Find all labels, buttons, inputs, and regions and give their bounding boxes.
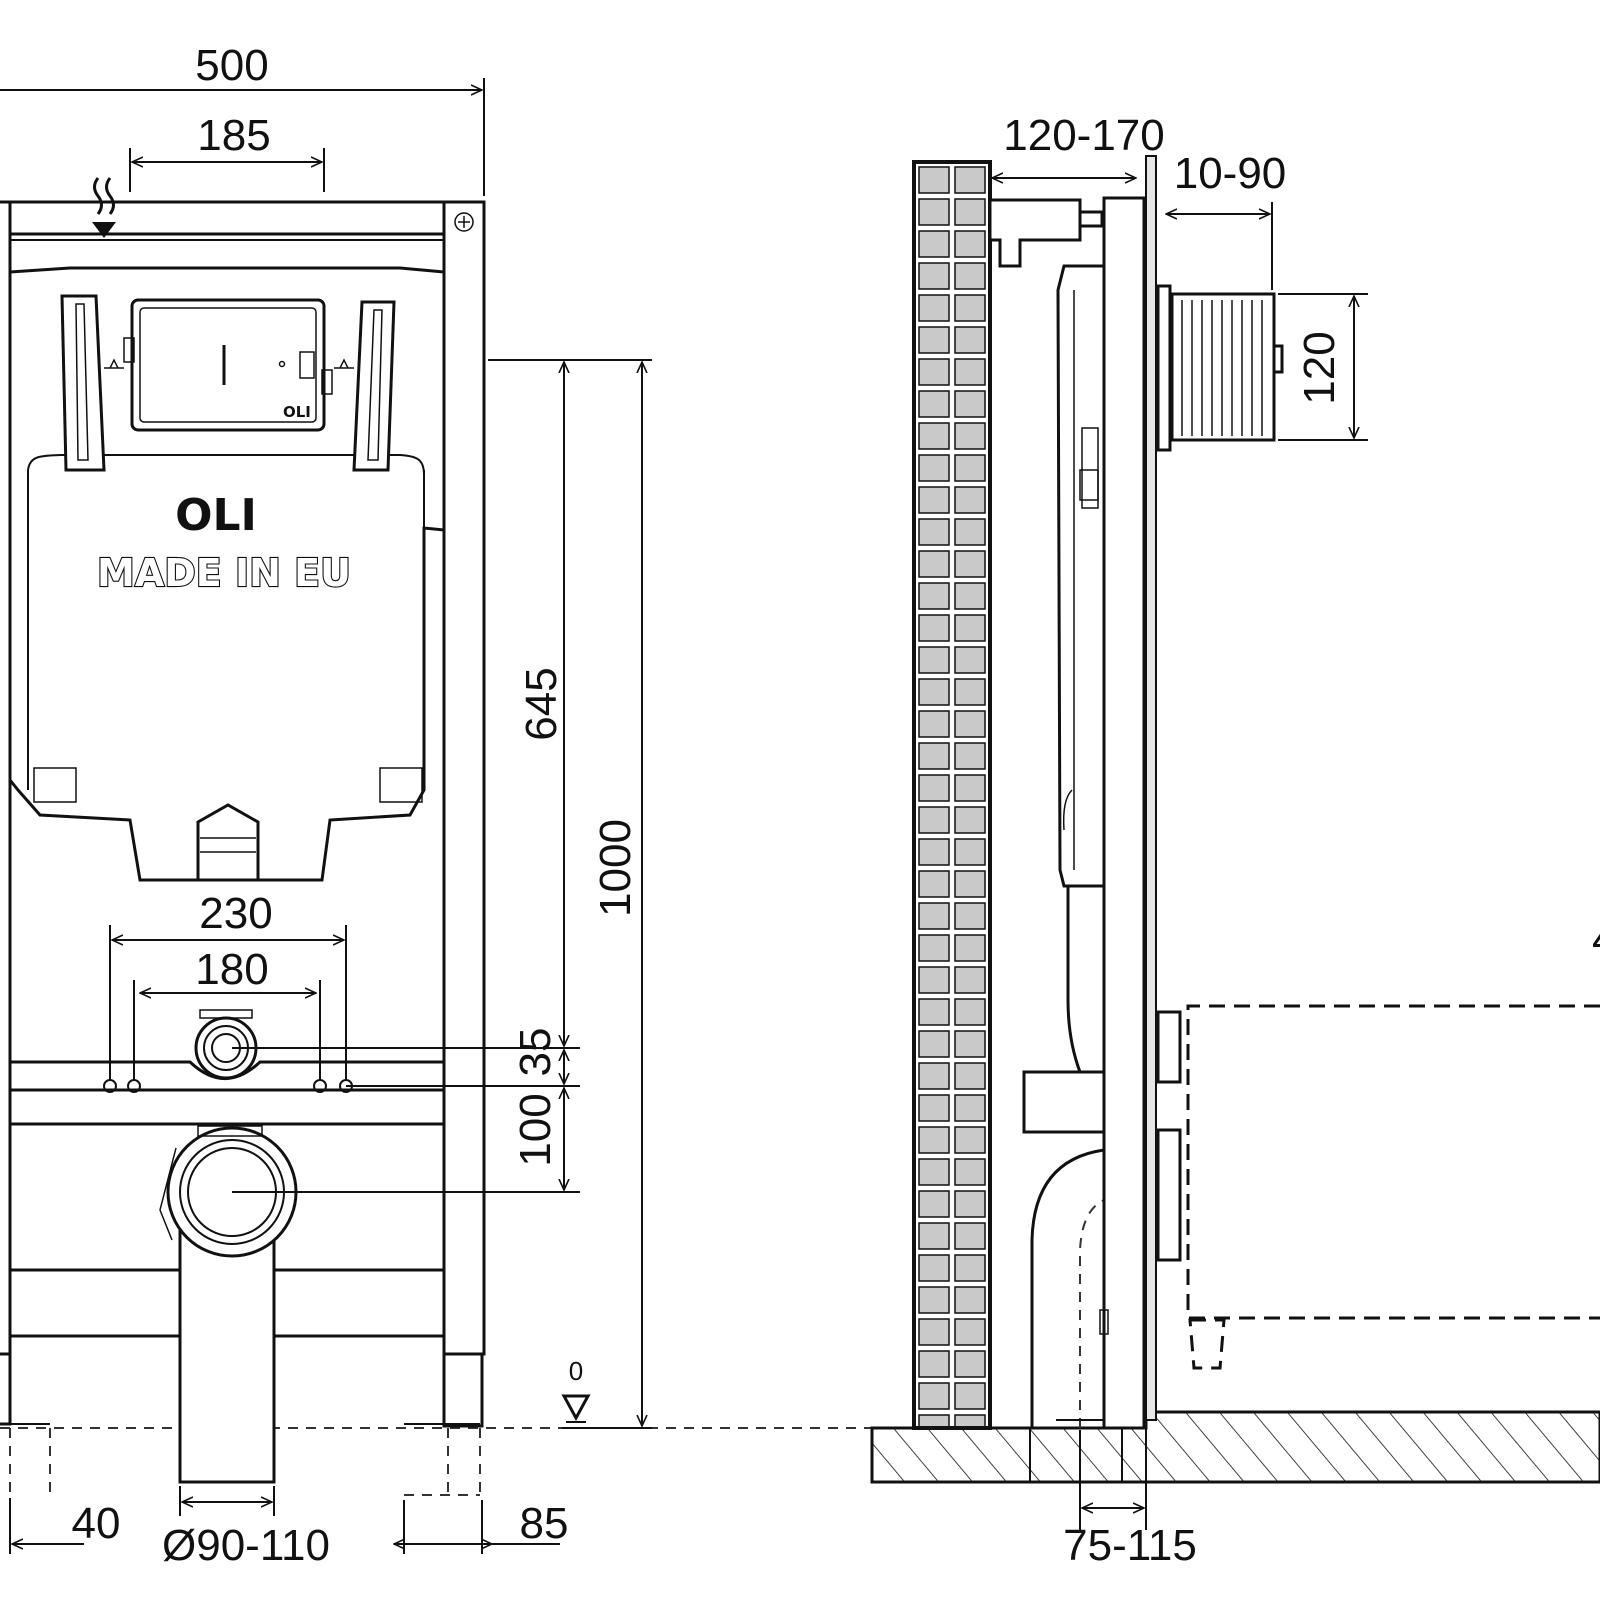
screw-icon	[454, 212, 474, 232]
dim-100: 100	[511, 1093, 560, 1166]
frame-upright	[1102, 196, 1146, 1430]
floor-level-label: 0	[569, 1356, 583, 1386]
made-in-text: MADE IN EU	[97, 551, 351, 595]
dim-120-170: 120-170	[1003, 111, 1164, 160]
dim-1000: 1000	[591, 819, 640, 917]
dim-40: 40	[72, 1499, 121, 1548]
front-view: OLI OLI MADE IN EU	[0, 41, 880, 1570]
panel-logo: OLI	[283, 403, 311, 421]
flush-button-side	[1156, 284, 1284, 452]
top-rail	[8, 200, 446, 236]
dim-500: 500	[195, 41, 268, 90]
water-inlet-icon	[92, 177, 116, 238]
brand-logo: OLI	[175, 490, 257, 541]
bracket-left	[60, 294, 106, 472]
dim-75-115: 75-115	[1063, 1521, 1197, 1570]
dim-edge-cut: 4	[1592, 915, 1600, 964]
masonry-wall	[912, 160, 992, 1430]
dim-10-90: 10-90	[1174, 149, 1287, 198]
dim-85: 85	[520, 1499, 569, 1548]
panel-board	[1145, 155, 1157, 1421]
dim-645: 645	[517, 667, 566, 740]
bracket-right	[352, 300, 396, 472]
side-view: 120-170 10-90 120 75-115 4	[870, 111, 1600, 1570]
toilet-bowl-outline	[1186, 1004, 1600, 1320]
floor-level-icon	[561, 1394, 591, 1423]
frame-post-right	[442, 200, 486, 1356]
wall-bracket	[988, 198, 1082, 268]
drain-pipe	[178, 1228, 276, 1484]
flush-valve	[196, 803, 260, 882]
foot-right	[404, 1352, 484, 1496]
foot-left	[0, 1352, 51, 1495]
cistern-side	[1056, 264, 1106, 888]
dim-230: 230	[199, 889, 272, 938]
dim-185: 185	[197, 111, 270, 160]
dim-120: 120	[1295, 331, 1344, 404]
dim-drain: Ø90-110	[162, 1521, 330, 1570]
dim-180: 180	[195, 945, 268, 994]
flush-panel	[130, 298, 326, 432]
dim-35: 35	[511, 1028, 560, 1077]
